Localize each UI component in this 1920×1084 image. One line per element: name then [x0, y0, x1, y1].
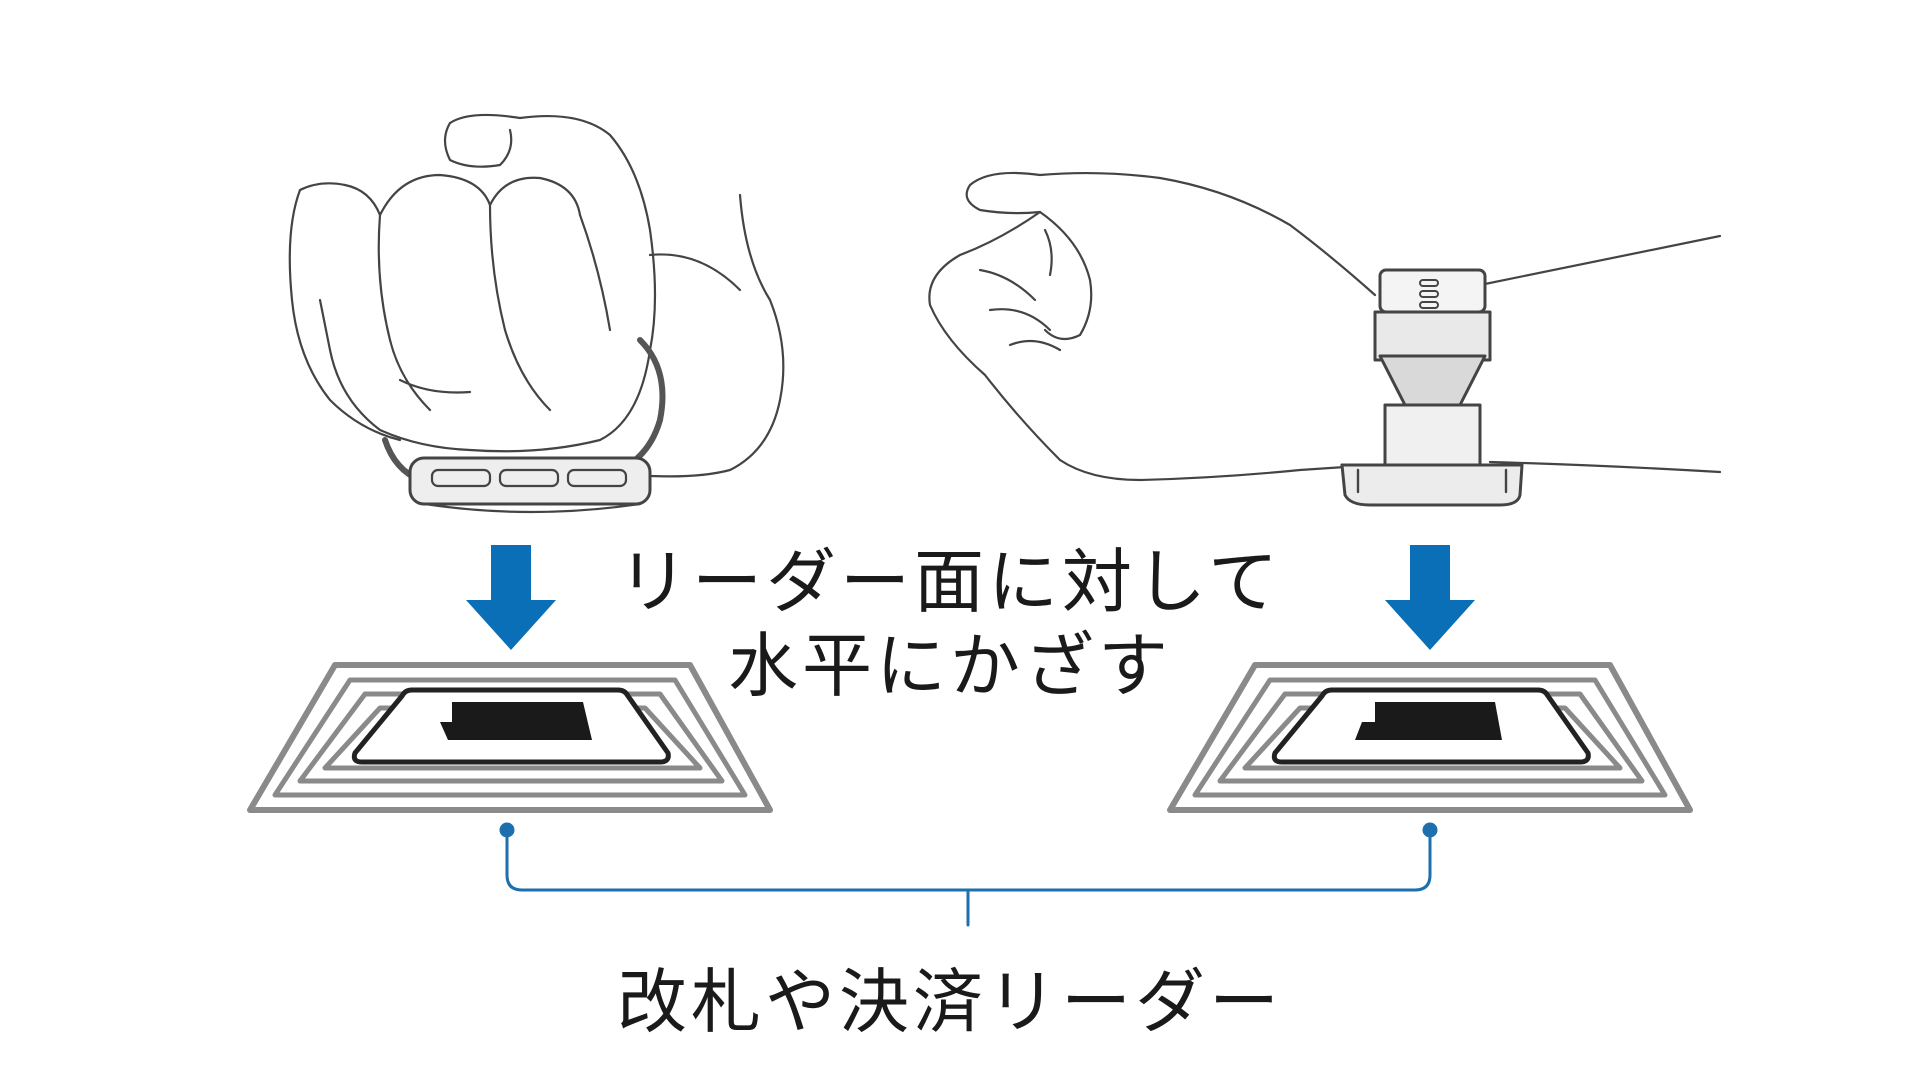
- left-nfc-reader-icon: [247, 662, 773, 813]
- reader-label: 改札や決済リーダー: [617, 961, 1283, 1043]
- reader-bracket: [499, 822, 1438, 927]
- left-down-arrow-icon: [466, 545, 556, 650]
- right-down-arrow-icon: [1385, 545, 1475, 650]
- right-nfc-reader-icon: [1167, 662, 1693, 813]
- left-hand-illustration: [288, 113, 785, 514]
- right-hand-illustration: [928, 171, 1722, 507]
- instruction-text: リーダー面に対して 水平にかざす: [560, 540, 1340, 708]
- instruction-line-2: 水平にかざす: [728, 625, 1172, 707]
- instruction-line-1: リーダー面に対して: [618, 541, 1282, 623]
